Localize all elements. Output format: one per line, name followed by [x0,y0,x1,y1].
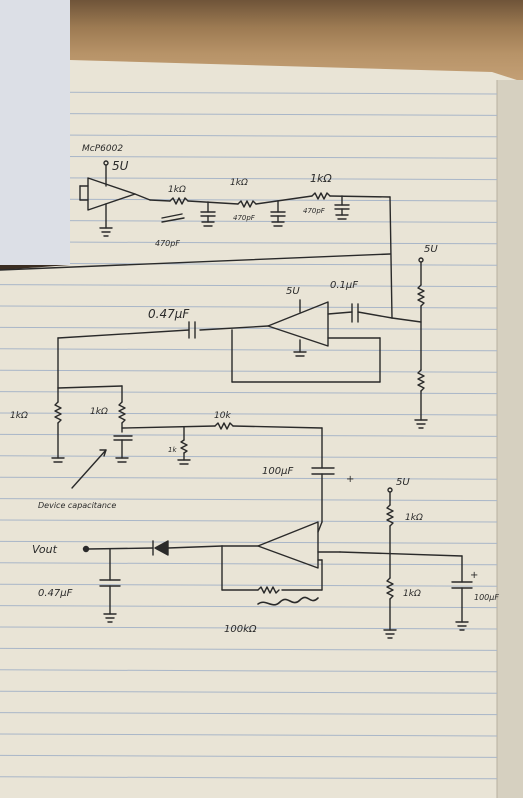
r-1k-mid-label: 1kΩ [90,407,108,417]
v5-right-top-label: 5U [424,244,438,255]
resistor-1k-c [311,192,331,200]
resistor-bottom-low [386,577,394,600]
plus-bottom-label: + [470,570,478,581]
r-10k-label: 10k [214,411,231,421]
c-100u-bottom-label: 100μF [474,593,499,602]
opamp2-symbol [267,301,329,347]
resistor-100k [257,586,280,594]
r-1k-bottom-top-label: 1kΩ [405,513,423,523]
opamp1-part-label: McP6002 [82,144,123,154]
r-1k-bottom-low-label: 1kΩ [403,589,421,599]
resistor-1k-a [169,197,189,205]
resistor-1k-small [180,439,188,454]
c-01u-label: 0.1μF [330,280,358,291]
c-100u-mid-label: 100μF [262,466,293,477]
v5-top-label: 5U [112,159,129,173]
device-cap-label: Device capacitance [38,501,116,510]
resistor-divider-bottom [417,369,425,392]
c-470p-c-label: 470pF [303,207,326,215]
white-card-overlay [0,0,70,265]
opamp1-symbol [87,177,136,211]
vout-label: Vout [32,543,58,556]
r-1k-small-label: 1k [168,446,177,454]
resistor-1k-mid [118,401,126,424]
diode [154,540,169,556]
r-1k-left-label: 1kΩ [10,411,28,421]
c-047u-top-label: 0.47μF [148,307,190,321]
v5-bottom-label: 5U [396,477,410,488]
v5-opamp2-label: 5U [286,286,300,297]
r-1k-a-label: 1kΩ [168,185,186,195]
c-047u-bottom-label: 0.47μF [38,588,73,599]
resistor-1k-left [54,401,62,424]
resistor-divider-top [417,284,425,307]
c-470p-b-label: 470pF [233,214,256,222]
r-100k-label: 100kΩ [224,624,257,635]
r-1k-b-label: 1kΩ [230,178,248,188]
r-1k-c-label: 1kΩ [310,172,332,185]
opamp3-symbol [257,521,319,569]
c-470p-a-label: 470pF [155,239,180,248]
plus-mid-label: + [346,474,354,485]
resistor-10k [214,422,234,430]
resistor-1k-b [237,200,257,208]
resistor-bottom-top [386,504,394,527]
